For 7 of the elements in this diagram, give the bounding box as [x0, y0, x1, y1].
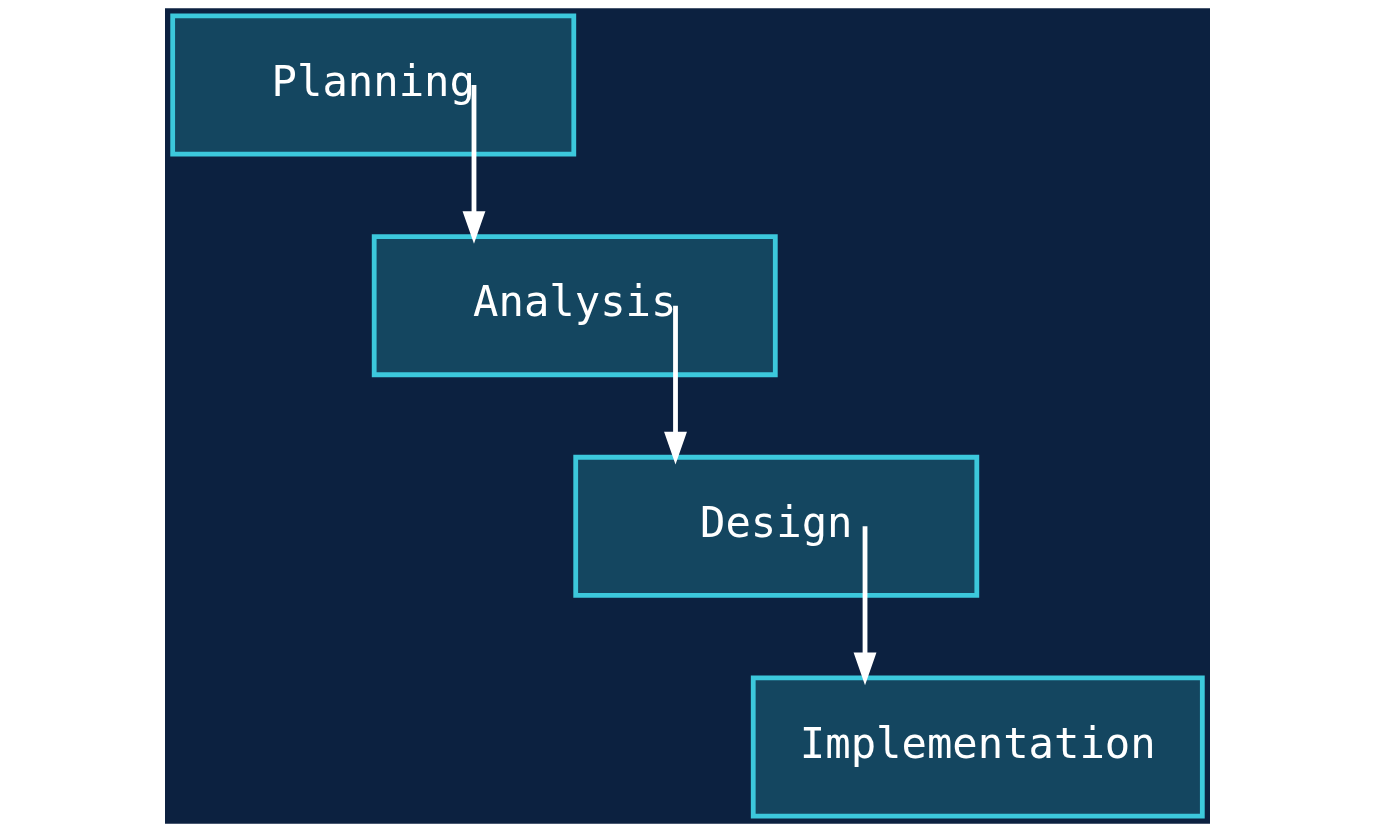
- node-box: Analysis: [371, 234, 778, 378]
- arrow: [853, 526, 876, 686]
- node-box: Planning: [169, 13, 576, 157]
- node-box: Design: [572, 454, 979, 598]
- arrow: [663, 305, 687, 465]
- node-box: Implementation: [750, 675, 1205, 819]
- arrow: [462, 84, 485, 244]
